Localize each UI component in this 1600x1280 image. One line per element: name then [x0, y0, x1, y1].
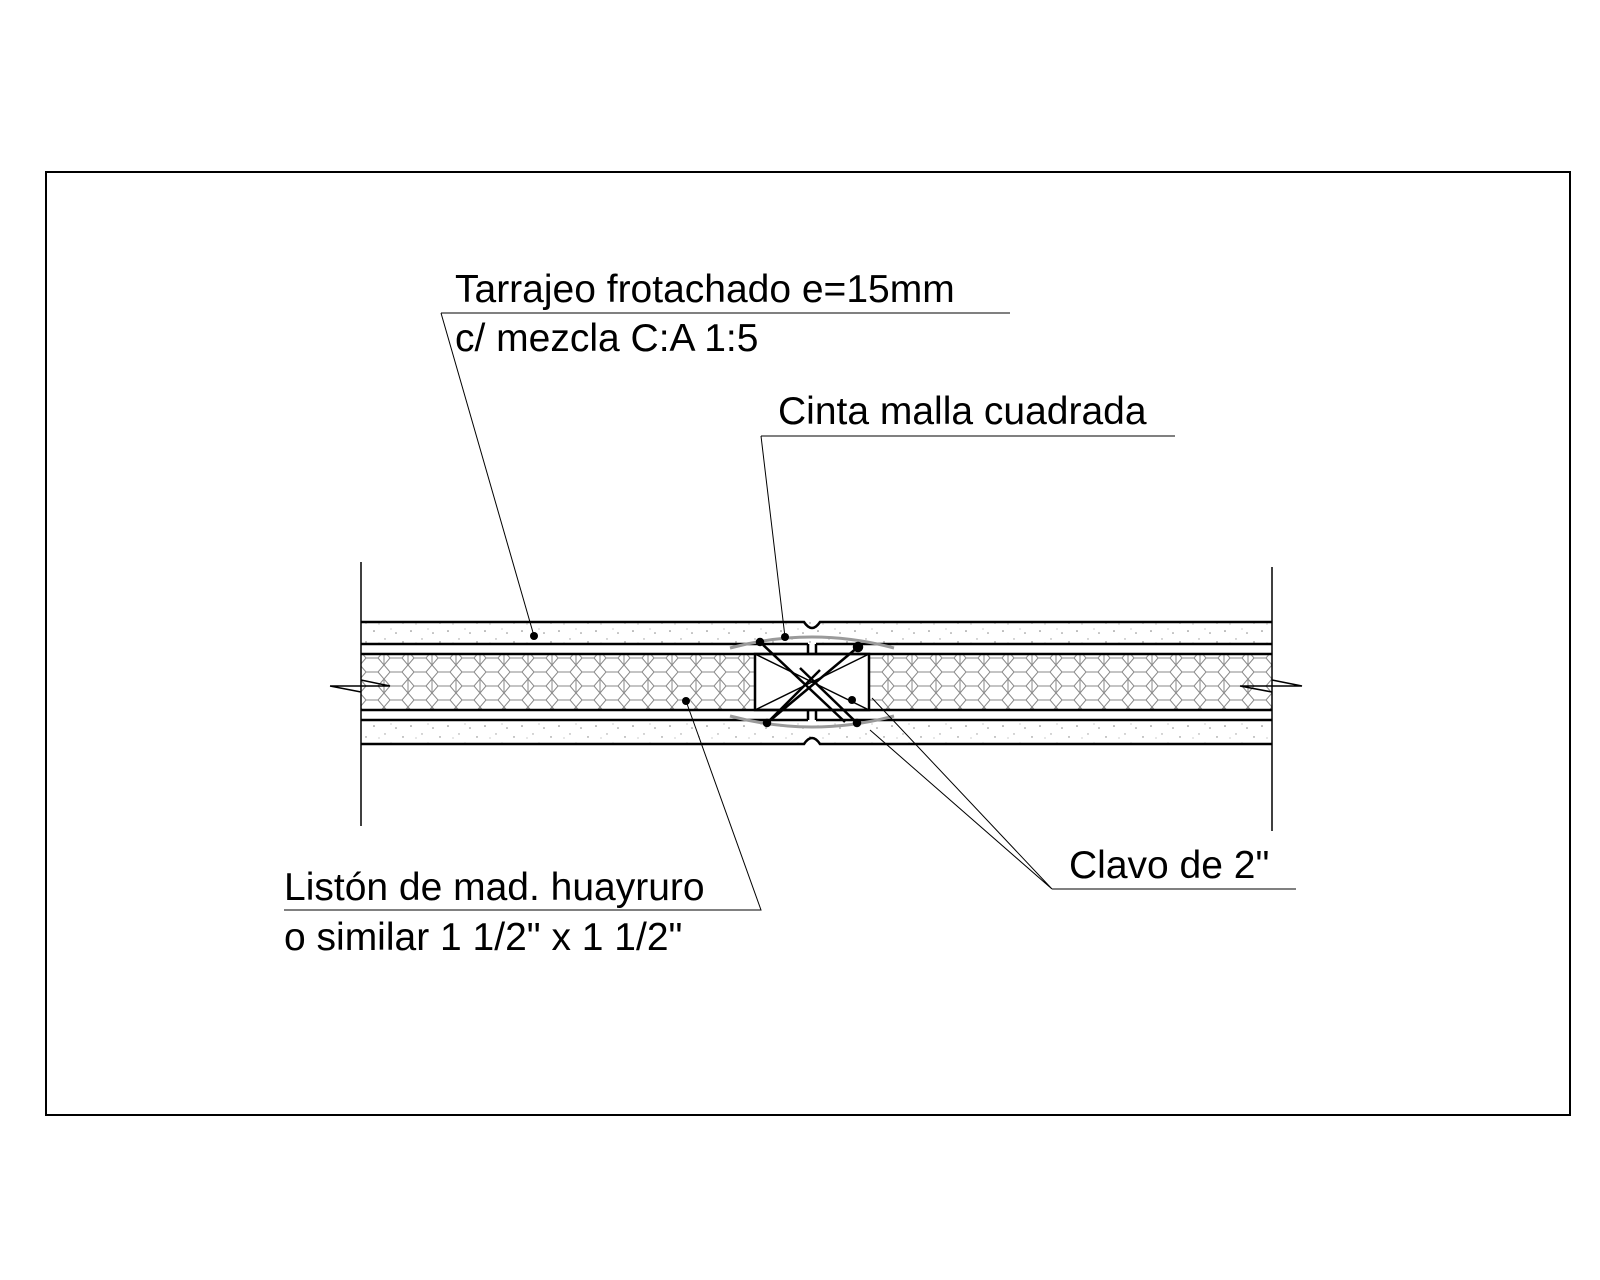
- wall-section: [329, 562, 1303, 831]
- leaders: [284, 312, 1296, 911]
- label-stud-line1: Listón de mad. huayruro: [284, 866, 705, 909]
- mesh-tape: [729, 635, 895, 729]
- label-mesh-tape: Cinta malla cuadrada: [778, 390, 1147, 433]
- label-plaster-line1: Tarrajeo frotachado e=15mm: [455, 268, 955, 311]
- drawing-frame: [45, 171, 1571, 1116]
- label-stud-line2: o similar 1 1/2" x 1 1/2": [284, 916, 682, 959]
- label-plaster-line2: c/ mezcla C:A 1:5: [455, 317, 758, 360]
- panel-core-left: [361, 654, 755, 710]
- wood-stud: [753, 652, 871, 712]
- leader-dots: [530, 632, 856, 705]
- panel-core-right: [869, 654, 1272, 710]
- label-nail: Clavo de 2": [1069, 844, 1269, 887]
- plaster-top: [361, 622, 1272, 644]
- nails: [755, 637, 864, 728]
